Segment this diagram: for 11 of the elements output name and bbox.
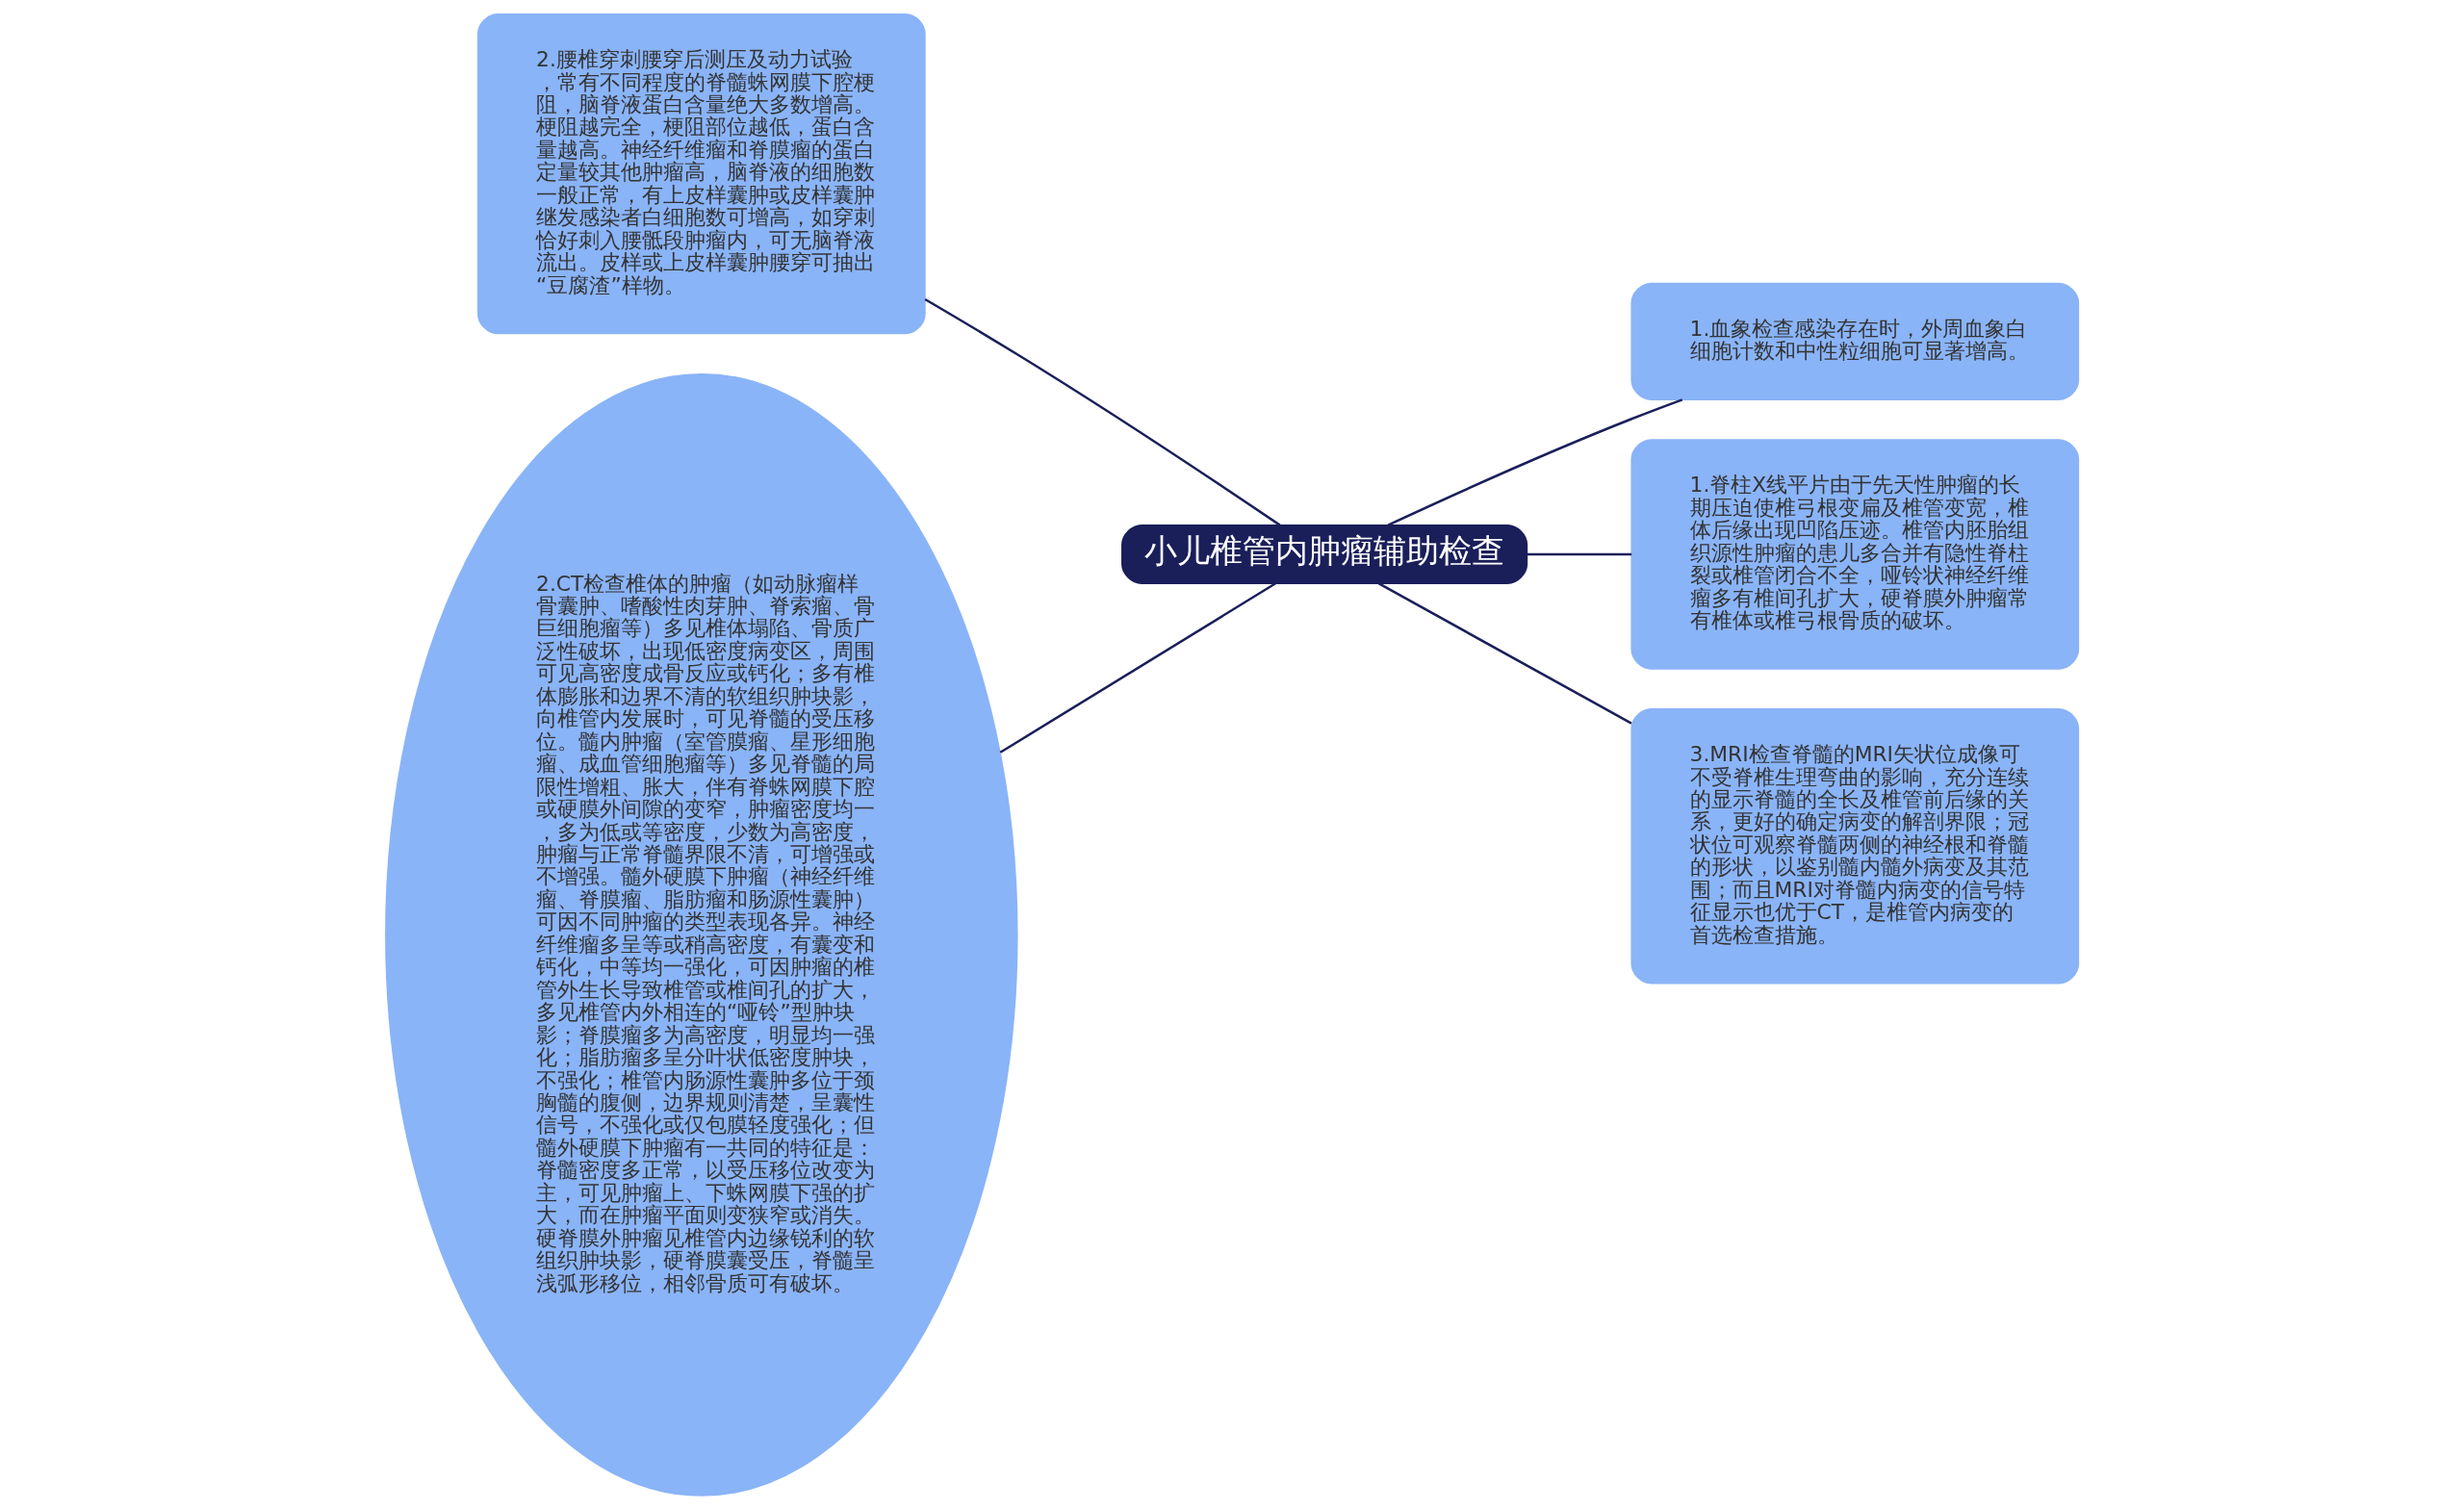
connector xyxy=(1387,398,1683,526)
connector xyxy=(1527,552,1632,556)
connector xyxy=(924,297,1281,526)
node-ellipse: 2.CT检查椎体的肿瘤（如动脉瘤样骨囊肿、嗜酸性肉芽肿、脊索瘤、骨巨细胞瘤等）多见椎体塌陷、骨质广泛性破坏，出现低密度病变区，周围可见高密度成骨反应或钙化；多有椎体膨胀和边界不清的软组织肿块影，向椎管内发展时，可见脊髓的受压移位。髓内肿瘤（室管膜瘤、星形细胞瘤、成血管细胞瘤等）多见脊髓的局限性增粗、胀大，伴有脊蛛网膜下腔或硬膜外间隙的变窄，肿瘤密度均一，多为低或等密度，少数为高密度，肿瘤与正常脊髓界限不清，可增强或不增强。髓外硬膜下肿瘤（神经纤维瘤、脊膜瘤、脂肪瘤和肠源性囊肿）可因不同肿瘤的类型表现各异。神经纤维瘤多呈等或稍高密度，有囊变和钙化，中等均一强化，可因肿瘤的椎管外生长导致椎管或椎间孔的扩大，多见椎管内外相连的“哑铃”型肿块影；脊膜瘤多为高密度，明显均一强化；脂肪瘤多呈分叶状低密度肿块，不强化；椎管内肠源性囊肿多位于颈胸髓的腹侧，边界规则清楚，呈囊性信号，不强化或仅包膜轻度强化；但髓外硬膜下肿瘤有一共同的特征是：脊髓密度多正常，以受压移位改变为主，可见肿瘤上、下蛛网膜下强的扩大，而在肿瘤平面则变狭窄或消失。硬脊膜外肿瘤见椎管内边缘锐利的软组织肿块影，硬脊膜囊受压，脊髓呈浅弧形移位，相邻骨质可有破坏。 xyxy=(385,372,1018,1497)
node-box: 1.血象检查感染存在时，外周血象白细胞计数和中性粒细胞可显著增高。 xyxy=(1630,282,2080,401)
node-box: 1.脊柱X线平片由于先天性肿瘤的长期压迫使椎弓根变扁及椎管变宽，椎体后缘出现凹陷压迹。椎管内胚胎组织源性肿瘤的患儿多合并有隐性脊柱裂或椎管闭合不全，哑铃状神经纤维瘤多有椎间孔扩大，硬脊膜外肿瘤常有椎体或椎弓根骨质的破坏。 xyxy=(1630,439,2080,670)
connector xyxy=(1377,582,1632,725)
node-box: 小儿椎管内肿瘤辅助检查 xyxy=(1121,525,1528,584)
node-box: 3.MRI检查脊髓的MRI矢状位成像可不受脊椎生理弯曲的影响，充分连续的显示脊髓的全长及椎管前后缘的关系，更好的确定病变的解剖界限；冠状位可观察脊髓两侧的神经根和脊髓的形状，以鉴别髓内髓外病变及其范围；而且MRI对脊髓内病变的信号特征显示也优于CT，是椎管内病变的首选检查措施。 xyxy=(1630,708,2080,985)
connector xyxy=(999,582,1276,754)
node-box: 2.腰椎穿刺腰穿后测压及动力试验，常有不同程度的脊髓蛛网膜下腔梗阻，脑脊液蛋白含量绝大多数增高。梗阻越完全，梗阻部位越低，蛋白含量越高。神经纤维瘤和脊膜瘤的蛋白定量较其他肿瘤高，脑脊液的细胞数一般正常，有上皮样囊肿或皮样囊肿继发感染者白细胞数可增高，如穿刺恰好刺入腰骶段肿瘤内，可无脑脊液流出。皮样或上皮样囊肿腰穿可抽出“豆腐渣”样物。 xyxy=(476,13,926,335)
